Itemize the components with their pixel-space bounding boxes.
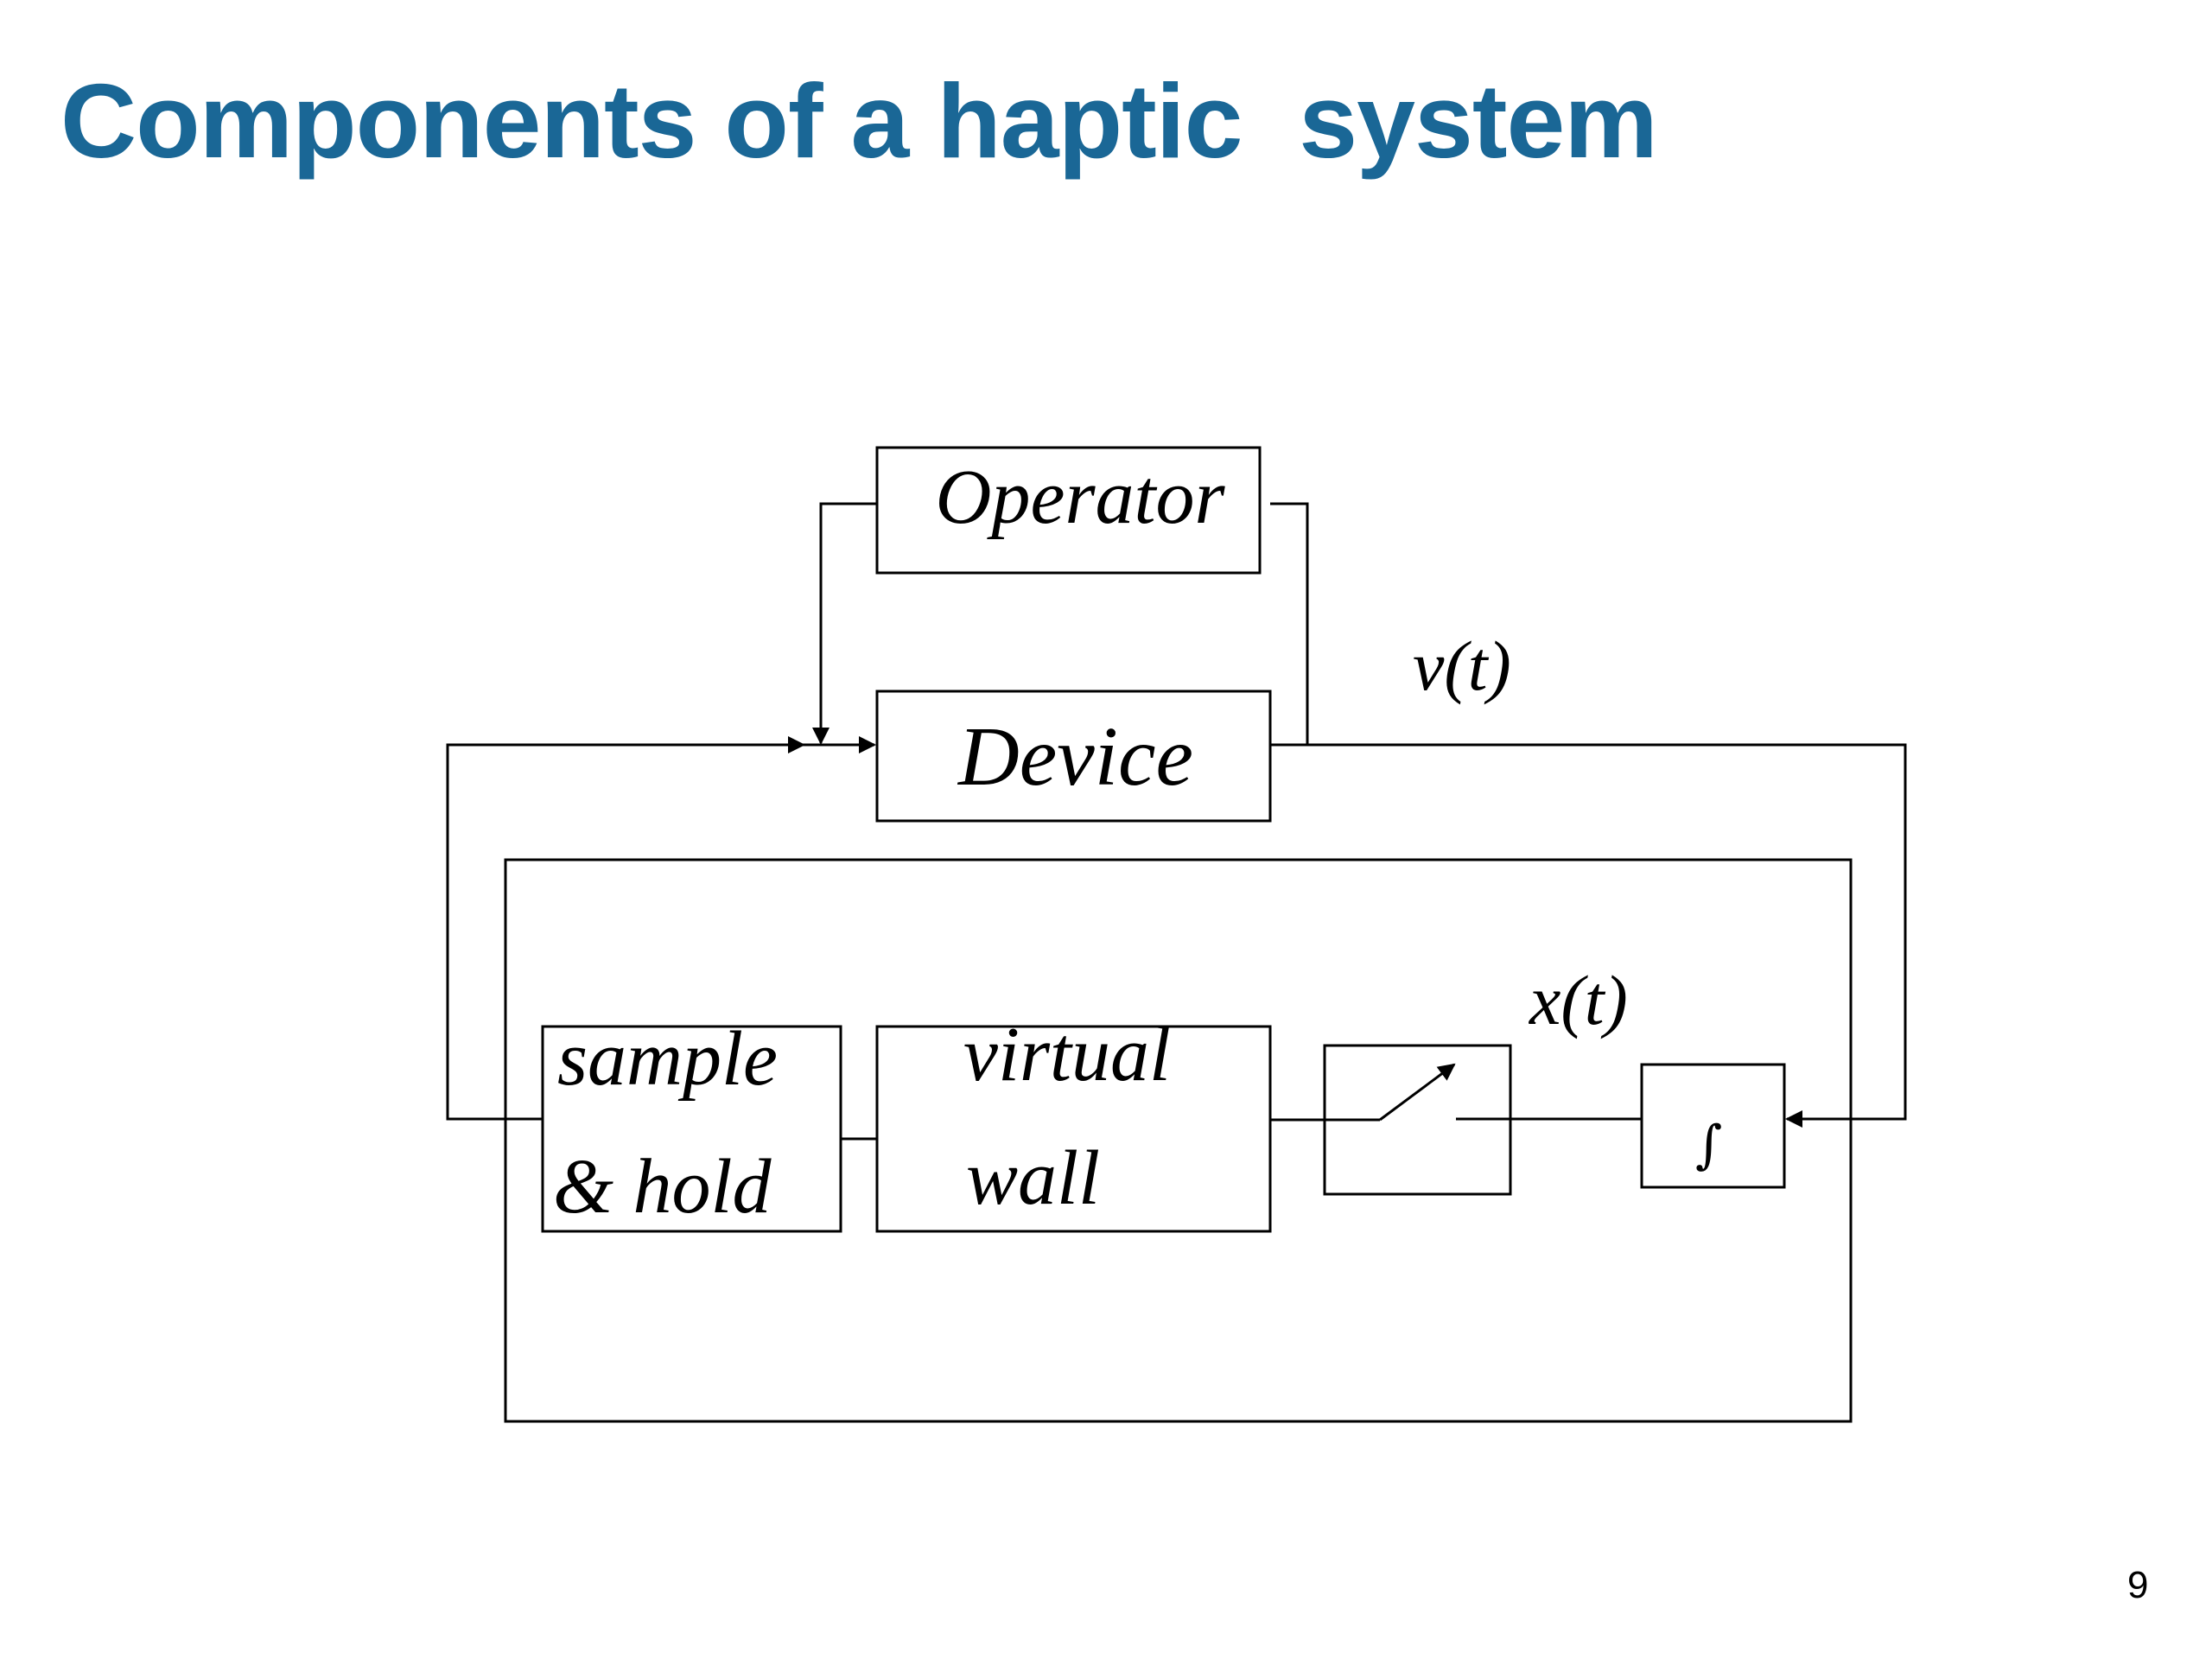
operator-block: Operator xyxy=(875,446,1262,575)
integrator-block: ∫ xyxy=(1640,1063,1786,1189)
controller-enclosure xyxy=(504,858,1853,1423)
position-signal-label: x(t) xyxy=(1529,961,1628,1039)
virtual-wall-label-line2: wall xyxy=(966,1135,1100,1221)
sample-hold-label-line2: & hold xyxy=(553,1144,772,1230)
operator-label: Operator xyxy=(936,454,1226,540)
device-label: Device xyxy=(957,710,1193,804)
device-to-operator-wire xyxy=(1270,502,1309,747)
virtual-wall-block: virtual wall xyxy=(875,1012,1272,1233)
slide-title: Components of a haptic system xyxy=(60,62,1658,180)
velocity-wire xyxy=(1270,743,1907,1128)
velocity-signal-label: v(t) xyxy=(1413,626,1511,705)
feedback-force-wire xyxy=(446,736,805,1121)
device-block: Device xyxy=(875,690,1272,823)
switch-arm xyxy=(1379,1063,1456,1122)
page-number: 9 xyxy=(2127,1564,2149,1606)
sample-hold-block: sample & hold xyxy=(541,1016,842,1233)
virtual-wall-label-line1: virtual xyxy=(963,1012,1171,1097)
sample-hold-label-line1: sample xyxy=(557,1016,778,1102)
integral-icon: ∫ xyxy=(1695,1115,1722,1175)
operator-to-device-wire xyxy=(812,502,877,745)
